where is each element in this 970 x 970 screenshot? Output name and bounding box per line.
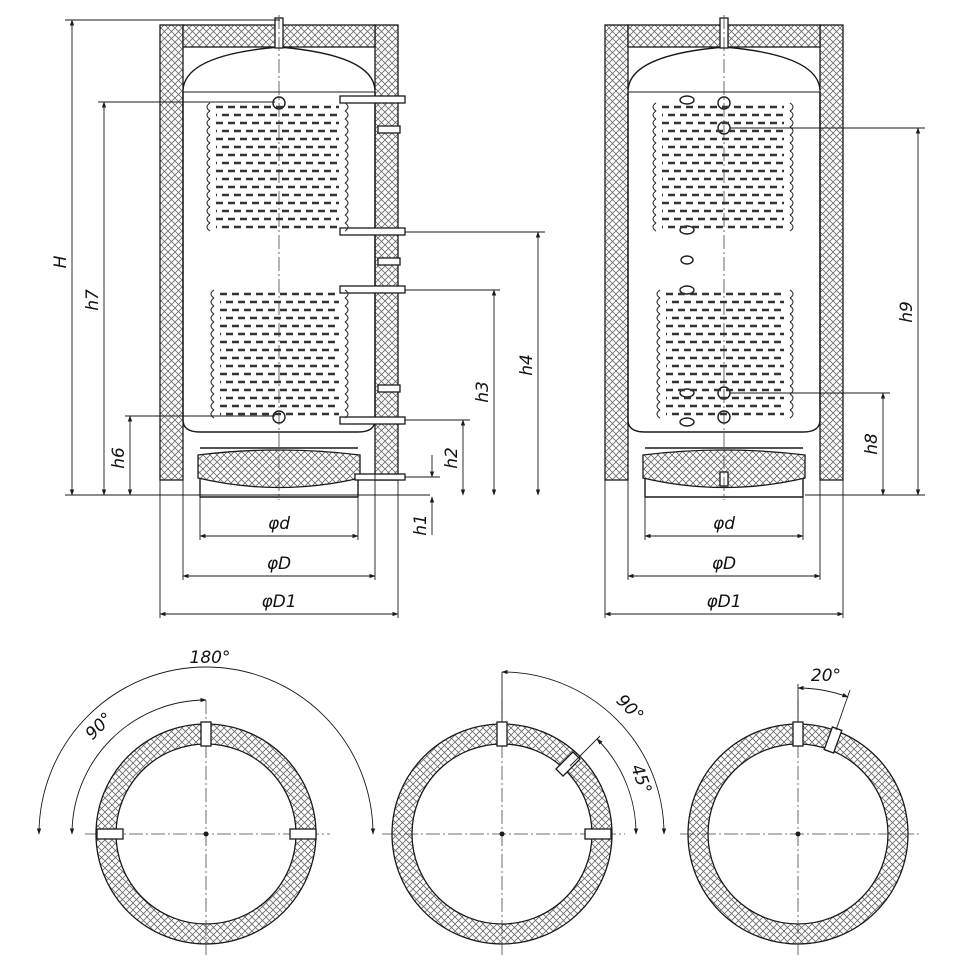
top-view-1: 180° 90° [36,648,376,955]
label-d-left: φd [268,514,290,534]
label-D1-left: φD1 [261,592,296,612]
angle-90-mid: 90° [612,691,647,726]
heat-exchanger-coils [206,102,794,419]
dimensions-right-tank [604,127,925,618]
insulation-right-wall [374,24,399,481]
vessel-shell-2 [627,92,821,433]
label-h9: h9 [897,301,917,323]
angle-45: 45° [626,762,655,797]
insulation-left-wall-2 [604,24,629,481]
dimensions-left-tank [65,19,545,618]
label-h6: h6 [109,447,129,469]
label-H: H [51,255,71,268]
label-h3: h3 [473,381,493,403]
insulation-left-wall [159,24,184,481]
label-h4: h4 [517,354,537,376]
label-D-left: φD [267,554,291,574]
label-D-right: φD [712,554,736,574]
label-h2: h2 [442,447,462,469]
label-d-right: φd [713,514,735,534]
tank-left-front-view [159,15,406,500]
tank-right-side-view [604,15,844,500]
insulation-right-wall-2 [819,24,844,481]
label-h1: h1 [411,514,431,536]
label-h8: h8 [862,433,882,455]
vessel-shell [182,92,376,433]
top-view-3: 20° [680,666,920,955]
top-view-2: 90° 45° [382,669,667,955]
label-h7: h7 [83,289,103,311]
label-D1-right: φD1 [706,592,741,612]
angle-180: 180° [190,648,231,668]
angle-20: 20° [811,666,841,686]
